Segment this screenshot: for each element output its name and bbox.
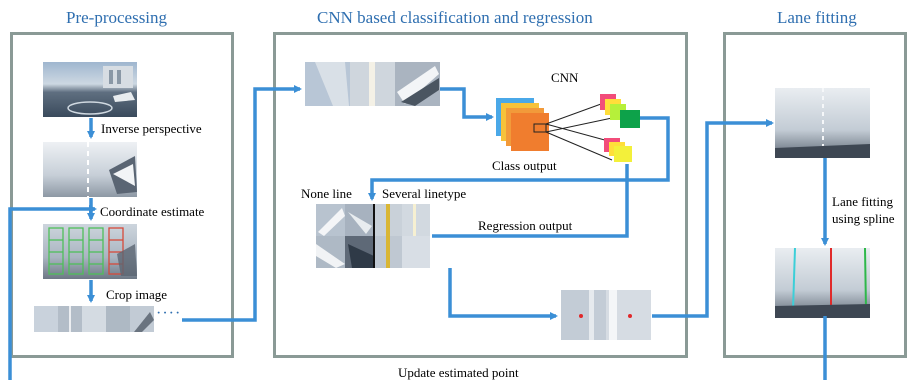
road-camera-image xyxy=(43,62,137,117)
cnn-label: CNN xyxy=(551,70,579,85)
crop-image-label: Crop image xyxy=(106,287,168,302)
several-linetype-label: Several linetype xyxy=(382,186,467,201)
none-line-label: None line xyxy=(301,186,352,201)
cnn-title: CNN based classification and regression xyxy=(317,8,593,27)
cnn-input-image-strip xyxy=(305,62,440,106)
using-spline-label: using spline xyxy=(832,211,895,226)
crop-image-strip xyxy=(34,306,154,332)
lane-fitting-title: Lane fitting xyxy=(777,8,857,27)
lane-input-image xyxy=(775,88,870,158)
lane-fitted-image xyxy=(775,248,870,318)
regression-output-label: Regression output xyxy=(478,218,573,233)
lane-fitting-panel xyxy=(723,32,907,358)
preprocessing-panel xyxy=(10,32,234,358)
preprocessing-title: Pre-processing xyxy=(66,8,168,27)
regression-result-image xyxy=(561,290,651,340)
inverse-perspective-image xyxy=(43,142,137,197)
class-output-label: Class output xyxy=(492,158,557,173)
cnn-panel xyxy=(273,32,688,358)
ellipsis-dots: ···· xyxy=(156,305,182,322)
coordinate-estimate-label: Coordinate estimate xyxy=(100,204,205,219)
update-estimated-point-label: Update estimated point xyxy=(398,365,519,380)
coordinate-grid-image xyxy=(43,224,137,279)
lane-fitting-label: Lane fitting xyxy=(832,194,894,209)
inverse-perspective-label: Inverse perspective xyxy=(101,121,202,136)
regression-sample-grid xyxy=(316,204,430,268)
